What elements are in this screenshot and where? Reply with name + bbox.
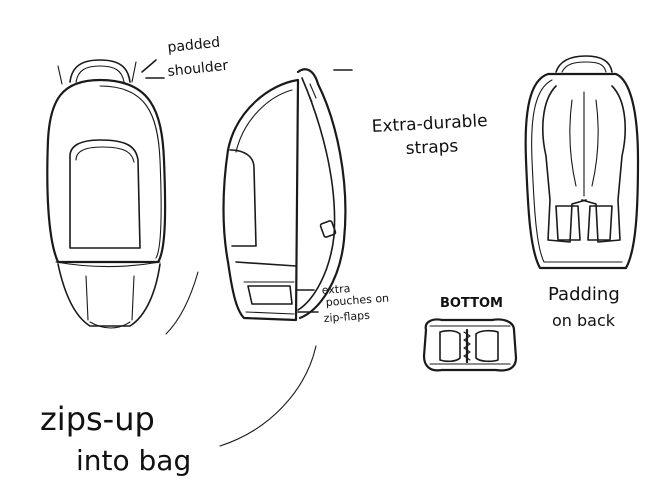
label-extra-durable: Extra-durable [371,111,488,137]
backpack-bottom-view [422,318,518,372]
backpack-back-view [524,55,640,270]
label-zips-up: zips-up [40,400,155,438]
label-into-bag: into bag [76,444,191,477]
label-zip-flaps: zip-flaps [323,309,370,325]
label-extra: extra [321,282,351,297]
label-straps: straps [405,136,459,159]
label-bottom: BOTTOM [440,296,503,311]
backpack-side-view [222,68,347,322]
label-padded: padded [167,35,221,56]
label-shoulder: shoulder [167,58,229,80]
label-pouches: pouches on [325,292,389,309]
leader-lines [141,59,353,313]
zips-curve-small [165,271,199,335]
zips-curve [219,345,317,447]
label-on-back: on back [552,311,616,330]
label-padding: Padding [548,284,620,305]
backpack-front-view [46,59,167,329]
